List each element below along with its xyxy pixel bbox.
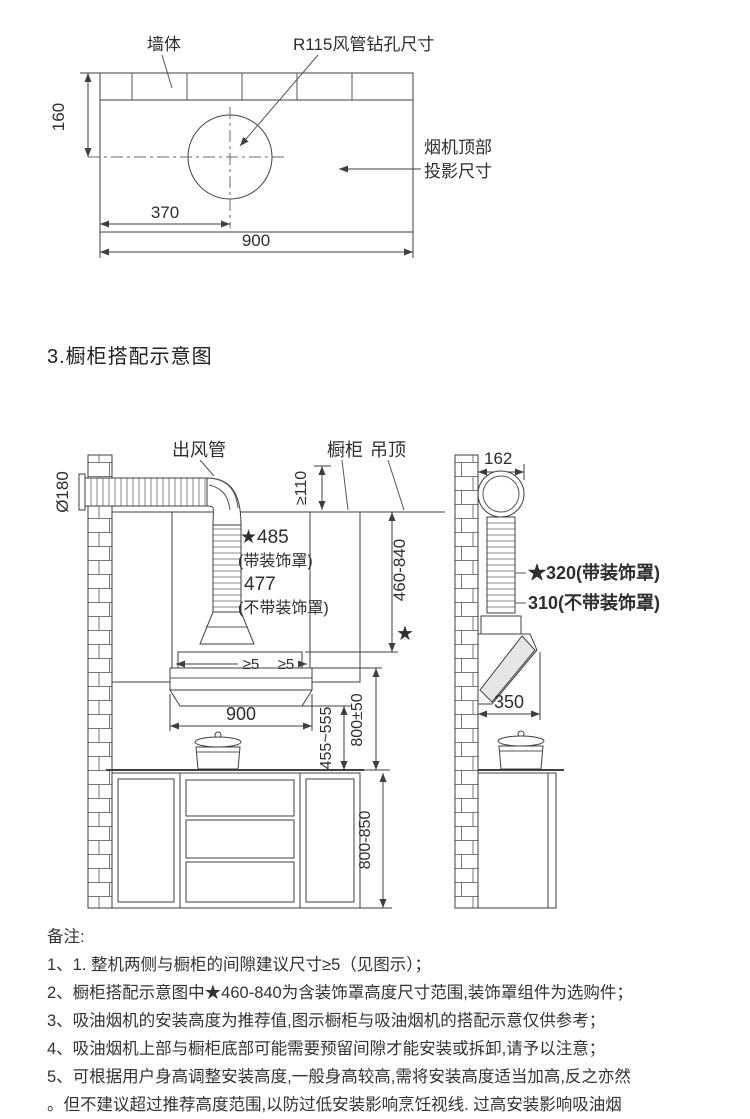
wall-label: 墙体 [147,35,181,54]
dim-900-top: 900 [99,231,414,258]
wall-leader-line [161,54,173,89]
duct-flare [199,611,255,645]
hood-top-outline [99,72,414,233]
pot-side-view [497,730,545,770]
pipe-diameter-label: Ø180 [53,471,72,513]
duct-elbow-rib2 [208,484,231,511]
wall-brick-dividers [131,73,353,100]
dim-160: 160 [49,72,100,157]
dim-install-height-label: 800±50 [349,693,366,746]
projection-callout: 烟机顶部 投影尺寸 [339,138,492,181]
height-no-cover-note: (不带装饰罩) [238,599,329,617]
duct-elbow [206,477,242,526]
dim-ceiling-gap: ≥110 [293,465,331,510]
top-view-diagram: 160 370 900 墙体 R115风管钻孔尺寸 烟机顶部 投影尺寸 [49,35,492,258]
dim-base-cabinet-height: 800-850 [357,773,392,909]
note-item-3: 3、吸油烟机的安装高度为推荐值,图示橱柜与吸油烟机的搭配示意仅供参考； [47,1012,606,1030]
dim-350: 350 [478,652,541,720]
upper-cabinet-right [309,511,361,683]
hole-leader-line [239,54,319,147]
dim-hood-width: 900 [169,694,313,731]
dim-350-label: 350 [494,692,524,712]
installation-diagram: ≥5 ≥5 900 [53,440,660,909]
dim-base-cabinet-height-label: 800-850 [357,811,374,870]
height-with-cover-note: (带装饰罩) [238,552,313,570]
height-no-cover: 477 [244,574,276,595]
dim-cover-range: 460-840 ★ [305,511,414,653]
dim-hood-to-counter-label: 455~555 [318,707,335,770]
drawer-3 [185,861,295,903]
dim-gap-right-label: ≥5 [278,656,295,673]
section-title: 3.橱柜搭配示意图 [47,346,213,368]
dim-ceiling-gap-label: ≥110 [293,471,310,505]
cabinet-leader [341,459,349,511]
front-view: ≥5 ≥5 900 [53,440,445,909]
ceiling-leader [387,459,405,511]
dim-gap-left-label: ≥5 [243,656,260,673]
duct-horizontal [83,477,208,507]
dim-install-height: 800±50 [312,667,390,771]
duct-label: 出风管 [172,440,226,460]
notes-title: 备注: [47,928,85,946]
dim-gap-left: ≥5 [176,656,259,673]
upper-cabinet-left [111,511,173,683]
height-with-cover: ★485 [240,527,289,548]
dim-162-label: 162 [484,449,512,468]
base-cabinet-door-right [305,778,355,903]
dim-900-top-label: 900 [242,231,270,250]
depth-with-cover-label: ★320(带装饰罩) [528,562,660,583]
cabinet-label: 橱柜 [327,440,363,460]
dim-370: 370 [100,203,230,228]
base-cabinet-door-left [117,778,175,903]
dim-hood-width-label: 900 [226,704,256,724]
drawer-1 [185,779,295,817]
base-cabinet [111,772,361,909]
dim-160-label: 160 [49,103,68,131]
side-view: 162 ★320(带装饰罩) 310(不带装饰罩) 350 [454,449,660,909]
dim-cover-range-star: ★ [396,623,414,645]
wall-column-left [87,454,113,909]
dim-hood-to-counter: 455~555 [302,705,352,770]
notes-section: 备注: 1、1. 整机两侧与橱柜的间隙建议尺寸≥5（见图示）； 2、橱柜搭配示意… [47,924,735,1119]
drawer-2 [185,819,295,859]
note-item-5-cont: 。但不建议超过推荐高度范围,以防过低安装影响烹饪视线. 过高安装影响吸油烟 [47,1096,622,1114]
duct-elbow-side-inner [482,475,520,513]
projection-label-line1: 烟机顶部 [424,138,492,157]
hole-dim-label: R115风管钻孔尺寸 [293,35,434,54]
wall-column-right [454,454,479,909]
dim-cover-range-label: 460-840 [390,539,409,601]
hood-slant-panel [479,635,536,703]
note-item-4: 4、吸油烟机上部与橱柜底部可能需要预留间隙才能安装或拆卸,请予以注意； [47,1040,606,1058]
duct-elbow-side [477,470,525,518]
pot-front-view [194,731,242,770]
dim-gap-right: ≥5 [278,656,307,673]
duct-elbow-rib1 [209,477,239,509]
note-item-1: 1、1. 整机两侧与橱柜的间隙建议尺寸≥5（见图示）； [47,956,432,974]
hood-mount-side [480,615,522,635]
duct-vertical [212,524,242,613]
duct-end-flange [78,473,86,511]
projection-label-line2: 投影尺寸 [424,162,492,181]
depth-no-cover-label: 310(不带装饰罩) [528,592,660,613]
note-item-2: 2、橱柜搭配示意图中★460-840为含装饰罩高度尺寸范围,装饰罩组件为选购件； [47,984,633,1002]
duct-vertical-side [486,516,516,614]
dim-370-label: 370 [151,203,179,222]
ceiling-label: 吊顶 [370,440,406,460]
duct-leader [199,459,215,477]
note-item-5: 5、可根据用户身高调整安装高度,一般身高较高,需将安装高度适当加高,反之亦然 [47,1068,631,1086]
base-cabinet-side [477,772,557,909]
